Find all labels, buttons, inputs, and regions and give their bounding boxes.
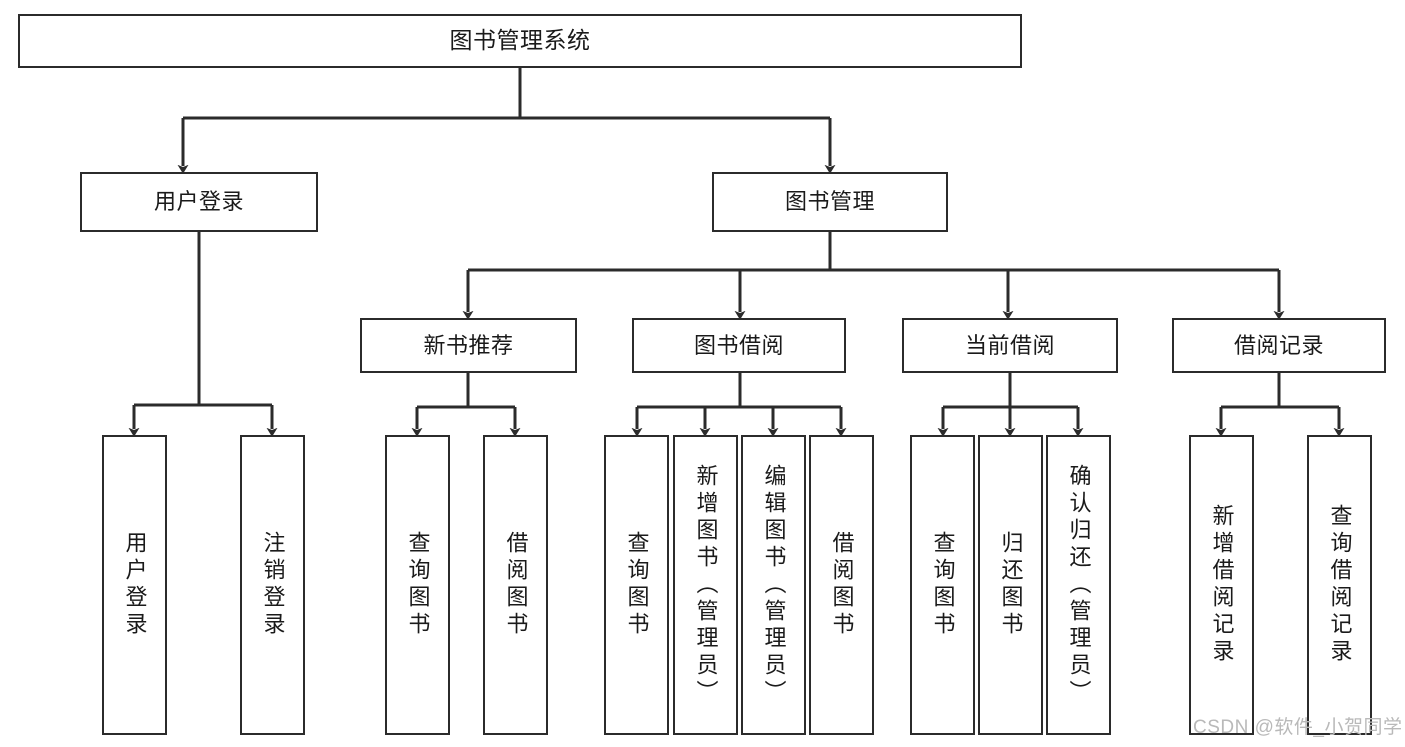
leaf-label-query-book-b: 查询图书 [624,531,650,639]
leaf-node-add-book-admin[interactable]: 新增图书（管理员） [673,435,738,735]
node-user-login[interactable]: 用户登录 [80,172,318,232]
leaf-label-query-borrow-record: 查询借阅记录 [1327,504,1353,666]
node-current-borrowing[interactable]: 当前借阅 [902,318,1118,373]
node-book-borrowing[interactable]: 图书借阅 [632,318,846,373]
leaf-node-query-book-c[interactable]: 查询图书 [910,435,975,735]
node-label-book-borrowing: 图书借阅 [693,332,784,358]
leaf-label-logout: 注销登录 [260,531,286,639]
node-label-user-login: 用户登录 [153,189,244,215]
node-root-system[interactable]: 图书管理系统 [18,14,1022,68]
node-label-borrowing-record: 借阅记录 [1233,332,1324,358]
csdn-watermark: CSDN @软件_小贺同学 [1193,717,1403,738]
node-book-management[interactable]: 图书管理 [712,172,948,232]
leaf-node-return-book[interactable]: 归还图书 [978,435,1043,735]
node-label-book-management: 图书管理 [784,189,875,215]
leaf-label-query-book-a: 查询图书 [405,531,431,639]
node-new-book-recommend[interactable]: 新书推荐 [360,318,577,373]
leaf-label-query-book-c: 查询图书 [930,531,956,639]
leaf-node-logout[interactable]: 注销登录 [240,435,305,735]
leaf-label-borrow-book-b: 借阅图书 [829,531,855,639]
leaf-node-query-book-a[interactable]: 查询图书 [385,435,450,735]
leaf-node-borrow-book-b[interactable]: 借阅图书 [809,435,874,735]
leaf-node-confirm-return-admin[interactable]: 确认归还（管理员） [1046,435,1111,735]
leaf-label-borrow-book-a: 借阅图书 [503,531,529,639]
leaf-label-add-borrow-record: 新增借阅记录 [1209,504,1235,666]
leaf-label-confirm-return-admin: 确认归还（管理员） [1066,463,1092,707]
node-label-root-system: 图书管理系统 [449,27,591,54]
leaf-label-return-book: 归还图书 [998,531,1024,639]
leaf-label-add-book-admin: 新增图书（管理员） [693,463,719,707]
leaf-label-edit-book-admin: 编辑图书（管理员） [761,463,787,707]
leaf-node-edit-book-admin[interactable]: 编辑图书（管理员） [741,435,806,735]
leaf-node-add-borrow-record[interactable]: 新增借阅记录 [1189,435,1254,735]
leaf-node-query-book-b[interactable]: 查询图书 [604,435,669,735]
node-label-new-book-recommend: 新书推荐 [423,332,514,358]
leaf-node-query-borrow-record[interactable]: 查询借阅记录 [1307,435,1372,735]
leaf-node-borrow-book-a[interactable]: 借阅图书 [483,435,548,735]
leaf-node-user-login[interactable]: 用户登录 [102,435,167,735]
node-label-current-borrowing: 当前借阅 [964,332,1055,358]
leaf-label-user-login: 用户登录 [122,531,148,639]
node-borrowing-record[interactable]: 借阅记录 [1172,318,1386,373]
